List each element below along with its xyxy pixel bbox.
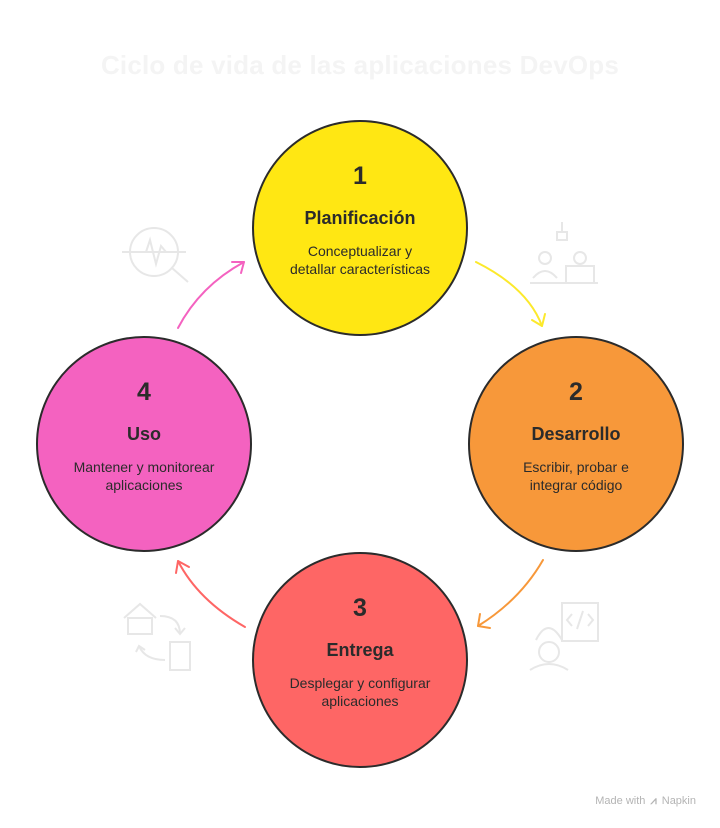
stage-description: Desplegar y configurar aplicaciones bbox=[278, 674, 442, 710]
stage-description-line: aplicaciones bbox=[321, 693, 399, 709]
stage-name: Uso bbox=[126, 424, 161, 444]
stage-number: 1 bbox=[353, 162, 367, 190]
stage-description-line: integrar código bbox=[529, 477, 623, 493]
stage-number: 2 bbox=[569, 378, 583, 406]
stage-description-line: aplicaciones bbox=[105, 477, 183, 493]
stage-desarrollo: 2 Desarrollo Escribir, probar e integrar… bbox=[468, 336, 684, 552]
stage-planificacion: 1 Planificación Conceptualizar y detalla… bbox=[252, 120, 468, 336]
stage-description: Conceptualizar y detallar característica… bbox=[278, 242, 442, 278]
stage-name: Desarrollo bbox=[531, 424, 621, 444]
stage-uso: 4 Uso Mantener y monitorear aplicaciones bbox=[36, 336, 252, 552]
stage-description-line: detallar características bbox=[289, 261, 431, 277]
planning-team-icon bbox=[530, 222, 598, 284]
napkin-logo-icon: ⩘ bbox=[650, 795, 657, 807]
deployment-cycle-icon bbox=[123, 602, 191, 671]
stage-description-line: Desplegar y configurar bbox=[289, 675, 431, 691]
stage-number: 4 bbox=[137, 378, 151, 406]
arrow-entrega-to-uso bbox=[175, 560, 246, 628]
diagram-title: Ciclo de vida de las aplicaciones DevOps bbox=[100, 50, 620, 80]
footer-prefix: Made with bbox=[595, 795, 646, 807]
developer-code-icon bbox=[529, 602, 599, 671]
footer-brand: Napkin bbox=[661, 795, 696, 807]
stage-description: Escribir, probar e integrar código bbox=[494, 458, 658, 494]
stage-description: Mantener y monitorear aplicaciones bbox=[62, 458, 226, 494]
stage-name: Planificación bbox=[304, 208, 416, 228]
arrow-planificacion-to-desarrollo bbox=[475, 261, 546, 327]
monitoring-icon bbox=[122, 227, 189, 283]
stage-description-line: Conceptualizar y bbox=[307, 243, 413, 259]
stage-name: Entrega bbox=[326, 640, 394, 660]
arrow-uso-to-planificacion bbox=[177, 261, 245, 329]
footer-attribution[interactable]: Made with ⩘ Napkin bbox=[595, 795, 696, 808]
stage-entrega: 3 Entrega Desplegar y configurar aplicac… bbox=[252, 552, 468, 768]
stage-description-line: Escribir, probar e bbox=[523, 459, 629, 475]
stage-description-line: Mantener y monitorear bbox=[73, 459, 215, 475]
arrow-desarrollo-to-entrega bbox=[477, 559, 544, 629]
stage-number: 3 bbox=[353, 594, 367, 622]
